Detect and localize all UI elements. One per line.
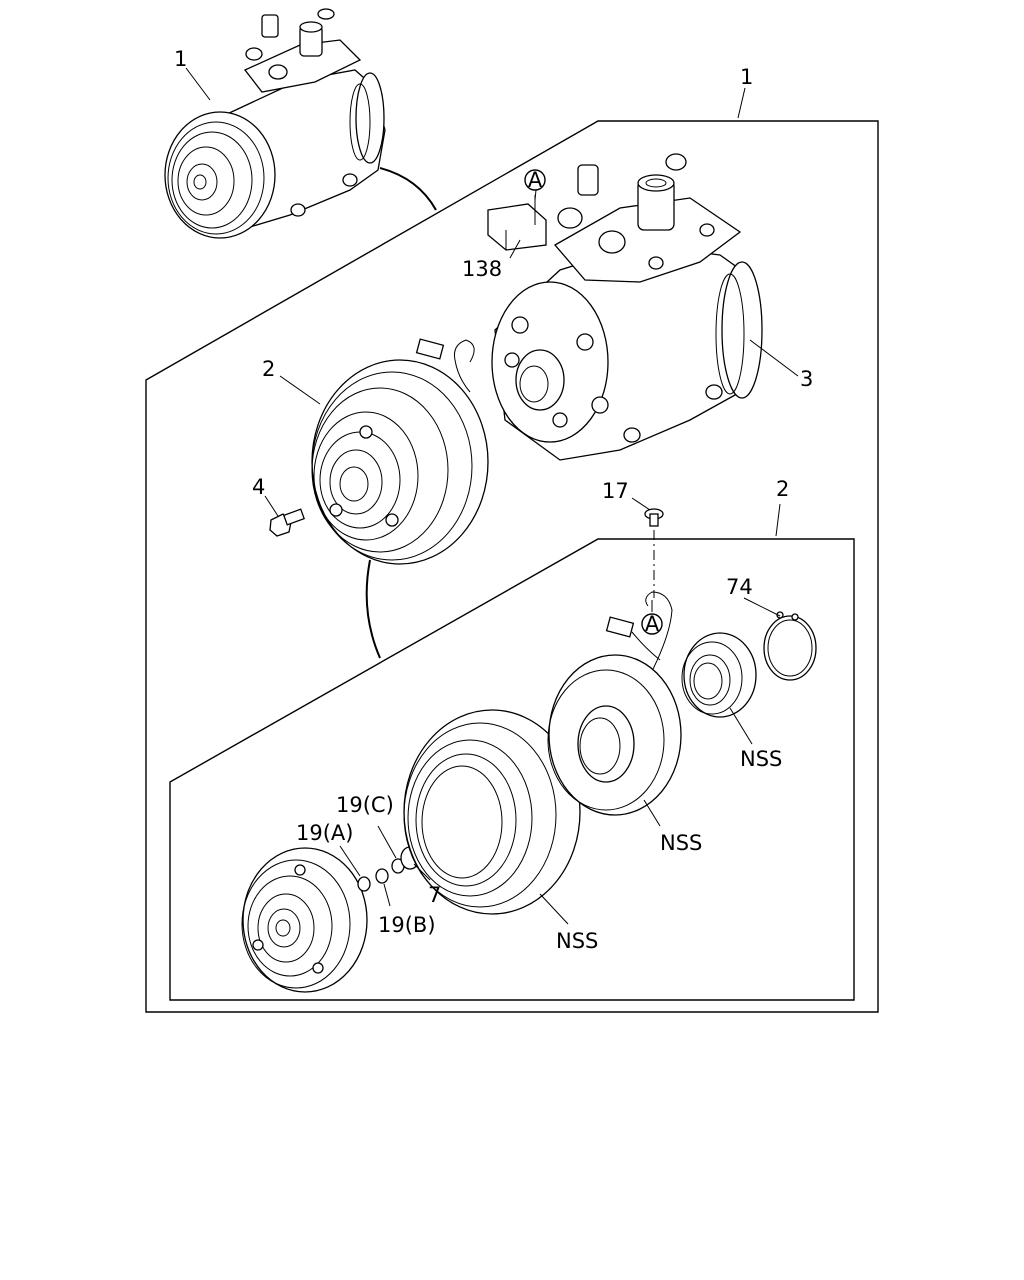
label-74: 74: [726, 575, 753, 599]
leader-4: [264, 495, 279, 517]
ref-a-lower: A: [641, 612, 663, 636]
leader-nss-pulley: [539, 893, 569, 925]
field-coil: [547, 654, 682, 816]
clutch-assembly: [311, 338, 489, 565]
leader-1-top: [185, 67, 211, 101]
label-2-group: 2: [776, 477, 789, 501]
leader-17: [631, 497, 651, 511]
svg-text:A: A: [645, 612, 660, 636]
label-nss-pulley: NSS: [556, 929, 598, 953]
label-7: 7: [428, 883, 441, 907]
pointer-arc-top: [379, 167, 437, 211]
label-3: 3: [800, 367, 813, 391]
label-1-top: 1: [174, 47, 187, 71]
bracket-138: [487, 195, 547, 251]
label-nss-bearing: NSS: [740, 747, 782, 771]
bearing: [681, 632, 757, 718]
shim-19b: [375, 868, 389, 884]
label-19c: 19(C): [336, 793, 394, 817]
leader-2-group: [775, 503, 781, 537]
svg-text:A: A: [528, 168, 543, 192]
leader-7: [413, 863, 431, 881]
pointer-arc-mid: [365, 559, 381, 659]
ref-a-top: A: [524, 168, 546, 192]
label-nss-coil: NSS: [660, 831, 702, 855]
leader-19a: [339, 845, 361, 877]
leader-19b: [383, 883, 391, 907]
coil-wire: [605, 591, 673, 691]
leader-nss-bearing: [729, 707, 753, 745]
label-4: 4: [252, 475, 265, 499]
pulley: [403, 709, 581, 915]
label-19b: 19(B): [378, 913, 436, 937]
leader-a-top: [534, 189, 537, 201]
screw-17: [644, 508, 664, 598]
compressor-assembly-small: [164, 8, 386, 239]
leader-19c: [377, 825, 397, 859]
label-17: 17: [602, 479, 629, 503]
label-2: 2: [262, 357, 275, 381]
label-19a: 19(A): [296, 821, 353, 845]
compressor-body: [491, 153, 763, 461]
pressure-plate: [241, 847, 368, 993]
assembly-1-frame: [145, 120, 879, 1013]
leader-138: [509, 239, 521, 259]
leader-3: [749, 339, 799, 377]
leader-nss-coil: [643, 799, 661, 827]
shim-19a: [357, 876, 371, 892]
leader-1-group: [737, 87, 746, 119]
assembly-2-frame: [169, 538, 855, 1001]
label-1-group: 1: [740, 65, 753, 89]
bolt-4: [269, 508, 306, 537]
label-138: 138: [462, 257, 502, 281]
leader-2: [279, 375, 321, 405]
leader-74: [743, 597, 781, 617]
snap-ring-74: [763, 611, 817, 681]
